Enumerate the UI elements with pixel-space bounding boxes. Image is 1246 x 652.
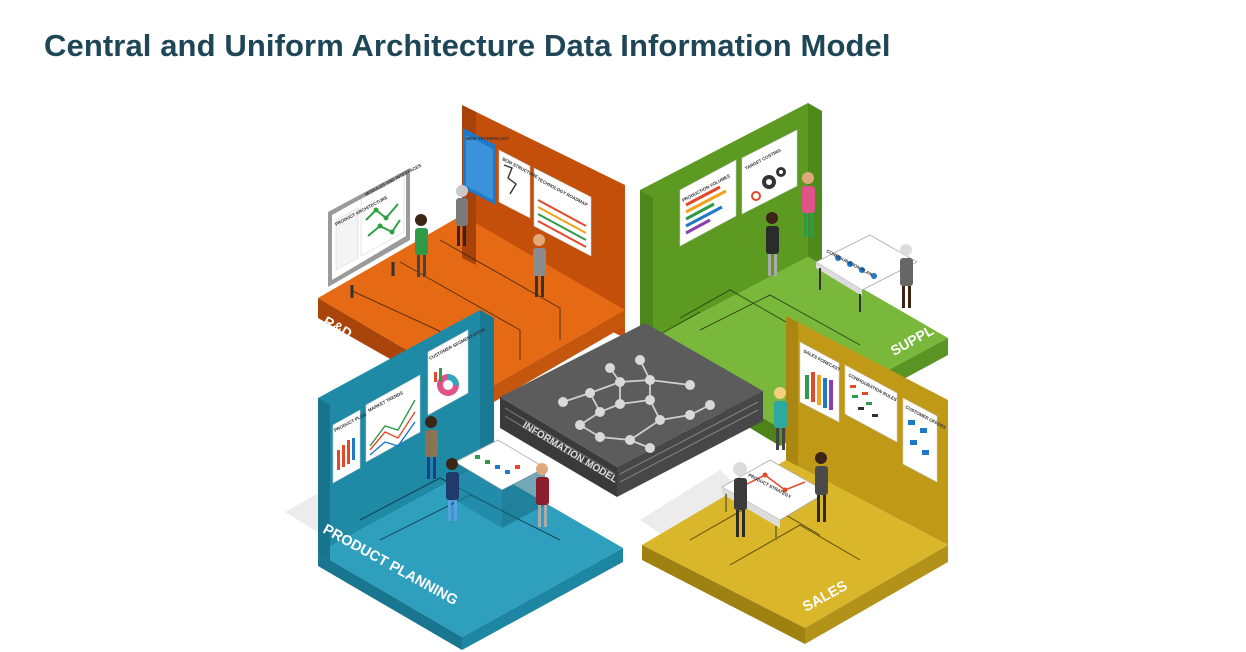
supply-boards xyxy=(679,129,918,312)
board-title: NEW TECHNOLOGY xyxy=(466,136,510,141)
zone-rd[interactable]: R&D xyxy=(318,105,625,410)
sales-people xyxy=(733,387,828,537)
rd-people xyxy=(415,185,546,297)
rd-display-board xyxy=(328,168,410,298)
sales-boards xyxy=(721,341,938,540)
zone-product-planning[interactable]: PRODUCT PLANNING xyxy=(318,310,623,650)
supply-people xyxy=(766,172,913,308)
information-model[interactable]: INFORMATION MODEL xyxy=(500,323,763,497)
rd-boards xyxy=(463,128,592,257)
zone-sales[interactable]: SALES xyxy=(642,316,948,644)
page-title: Central and Uniform Architecture Data In… xyxy=(44,28,891,63)
product-planning-people xyxy=(425,416,549,527)
product-planning-boards xyxy=(332,329,546,528)
